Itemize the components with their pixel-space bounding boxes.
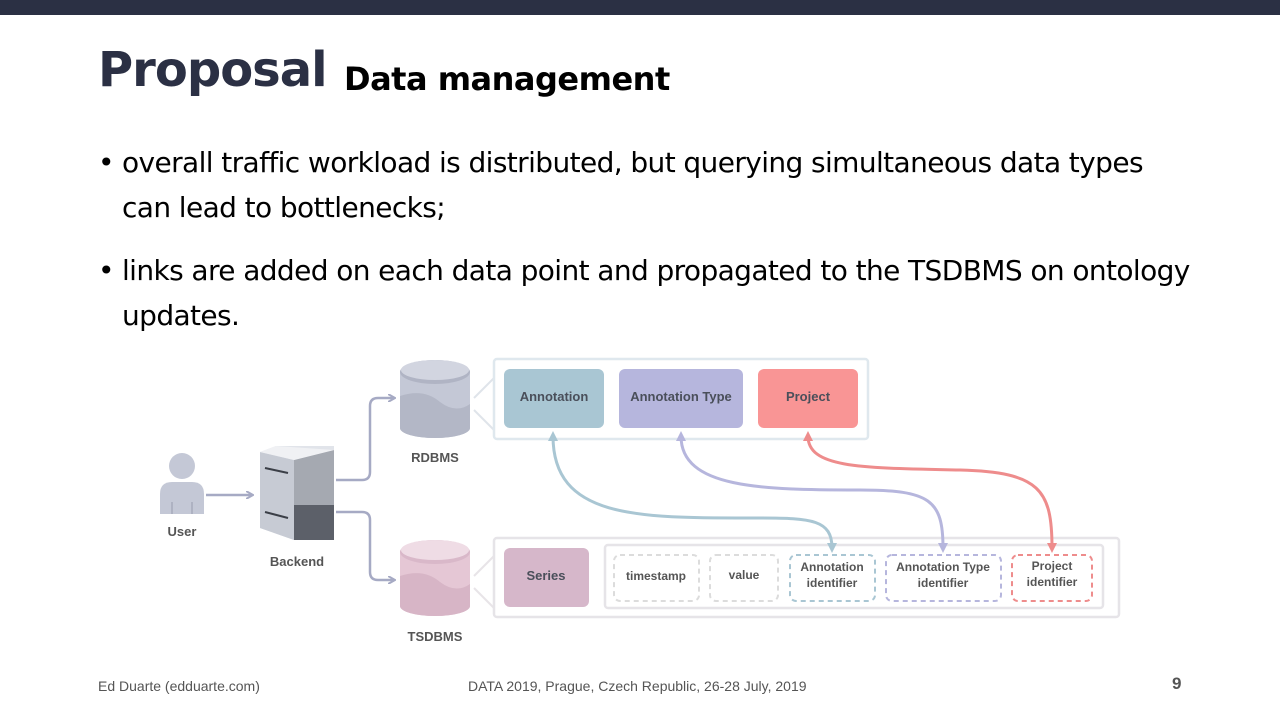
backend-label: Backend xyxy=(270,554,324,569)
rdbms-connector-line xyxy=(473,377,495,399)
annotation-table: Annotation xyxy=(504,369,604,428)
tsdbms-database-icon xyxy=(400,540,470,616)
rdbms-label: RDBMS xyxy=(411,450,459,465)
project-identifier-label: Project xyxy=(1032,559,1073,573)
annotation-type-identifier-label: identifier xyxy=(918,576,969,590)
annotation-type-table-label: Annotation Type xyxy=(630,389,732,404)
footer-author: Ed Duarte (edduarte.com) xyxy=(98,678,260,694)
series-table: Series xyxy=(504,548,589,607)
slide-subtitle: Data management xyxy=(344,60,670,98)
bullet-item: •overall traffic workload is distributed… xyxy=(98,140,1198,230)
user-label: User xyxy=(168,524,197,539)
bullet-text: links are added on each data point and p… xyxy=(122,254,1190,332)
project-identifier-field: Project identifier xyxy=(1011,554,1093,602)
annotation-identifier-field: Annotation identifier xyxy=(789,554,876,602)
bullet-text: overall traffic workload is distributed,… xyxy=(122,146,1144,224)
annotation-type-identifier-field: Annotation Type identifier xyxy=(885,554,1002,602)
series-table-label: Series xyxy=(526,568,565,583)
value-field-label: value xyxy=(729,568,760,582)
backend-rdbms-arrow xyxy=(336,398,394,482)
page-number: 9 xyxy=(1172,674,1182,693)
bullet-marker: • xyxy=(98,146,115,179)
slide-title: Proposal xyxy=(98,42,328,98)
backend-tsdbms-arrow xyxy=(336,510,394,580)
annotation-type-identifier-label: Annotation Type xyxy=(896,560,990,574)
bullet-marker: • xyxy=(98,254,115,287)
top-bar xyxy=(0,0,1280,15)
user-icon xyxy=(160,453,204,514)
value-field: value xyxy=(709,554,779,602)
timestamp-field: timestamp xyxy=(613,554,700,602)
tsdbms-connector-line xyxy=(473,587,495,609)
project-table-label: Project xyxy=(786,389,831,404)
timestamp-field-label: timestamp xyxy=(626,569,686,583)
bullet-list: •overall traffic workload is distributed… xyxy=(98,140,1198,356)
tsdbms-label: TSDBMS xyxy=(408,629,463,644)
annotation-identifier-label: identifier xyxy=(807,576,858,590)
annotation-link-arrow xyxy=(548,431,837,553)
project-link-arrow xyxy=(803,431,1057,553)
server-icon xyxy=(260,446,334,540)
tsdbms-connector-line xyxy=(473,555,495,577)
rdbms-connector-line xyxy=(473,409,495,431)
annotation-type-table: Annotation Type xyxy=(619,369,743,428)
rdbms-database-icon xyxy=(400,360,470,438)
annotation-identifier-label: Annotation xyxy=(800,560,863,574)
annotation-table-label: Annotation xyxy=(520,389,589,404)
annotation-type-link-arrow xyxy=(676,431,948,553)
bullet-item: •links are added on each data point and … xyxy=(98,248,1198,338)
project-identifier-label: identifier xyxy=(1027,575,1078,589)
project-table: Project xyxy=(758,369,858,428)
footer-event: DATA 2019, Prague, Czech Republic, 26-28… xyxy=(468,678,807,694)
